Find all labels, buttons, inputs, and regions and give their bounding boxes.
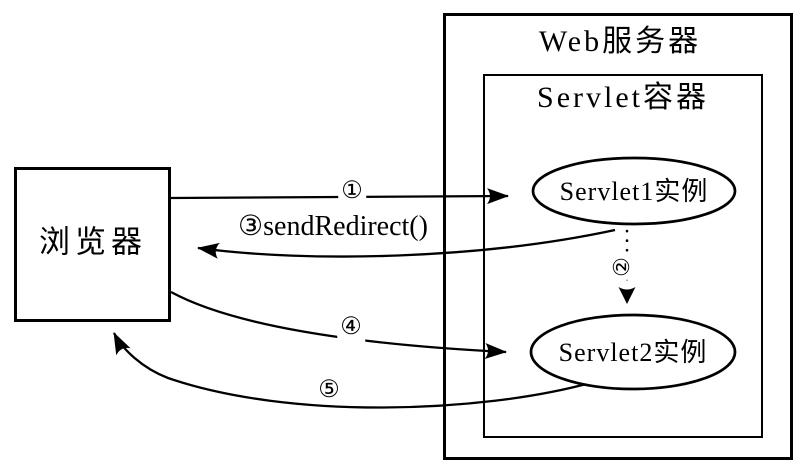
servlet1-instance-label: Servlet1实例 [559, 177, 709, 206]
step2-label: ② [609, 254, 635, 280]
servlet-container-title: Servlet容器 [537, 81, 709, 114]
browser-box [14, 167, 171, 322]
servlet2-instance-label: Servlet2实例 [558, 338, 708, 367]
browser-title: 浏览器 [39, 224, 147, 260]
servlet-container-box [483, 74, 763, 438]
step1-label: ① [338, 177, 366, 205]
step4-label: ④ [337, 311, 365, 347]
step5-label: ⑤ [318, 377, 340, 403]
web-server-title: Web服务器 [538, 25, 702, 58]
servlet2-ellipse [529, 313, 737, 391]
step3-send-redirect-label: ③sendRedirect() [238, 211, 428, 242]
arrow-step2-arrowhead [618, 287, 636, 304]
servlet1-ellipse [531, 156, 737, 226]
arrow-step3-redirect-response [197, 228, 616, 259]
arrow-step5-response [112, 332, 591, 409]
web-server-box [443, 13, 793, 460]
